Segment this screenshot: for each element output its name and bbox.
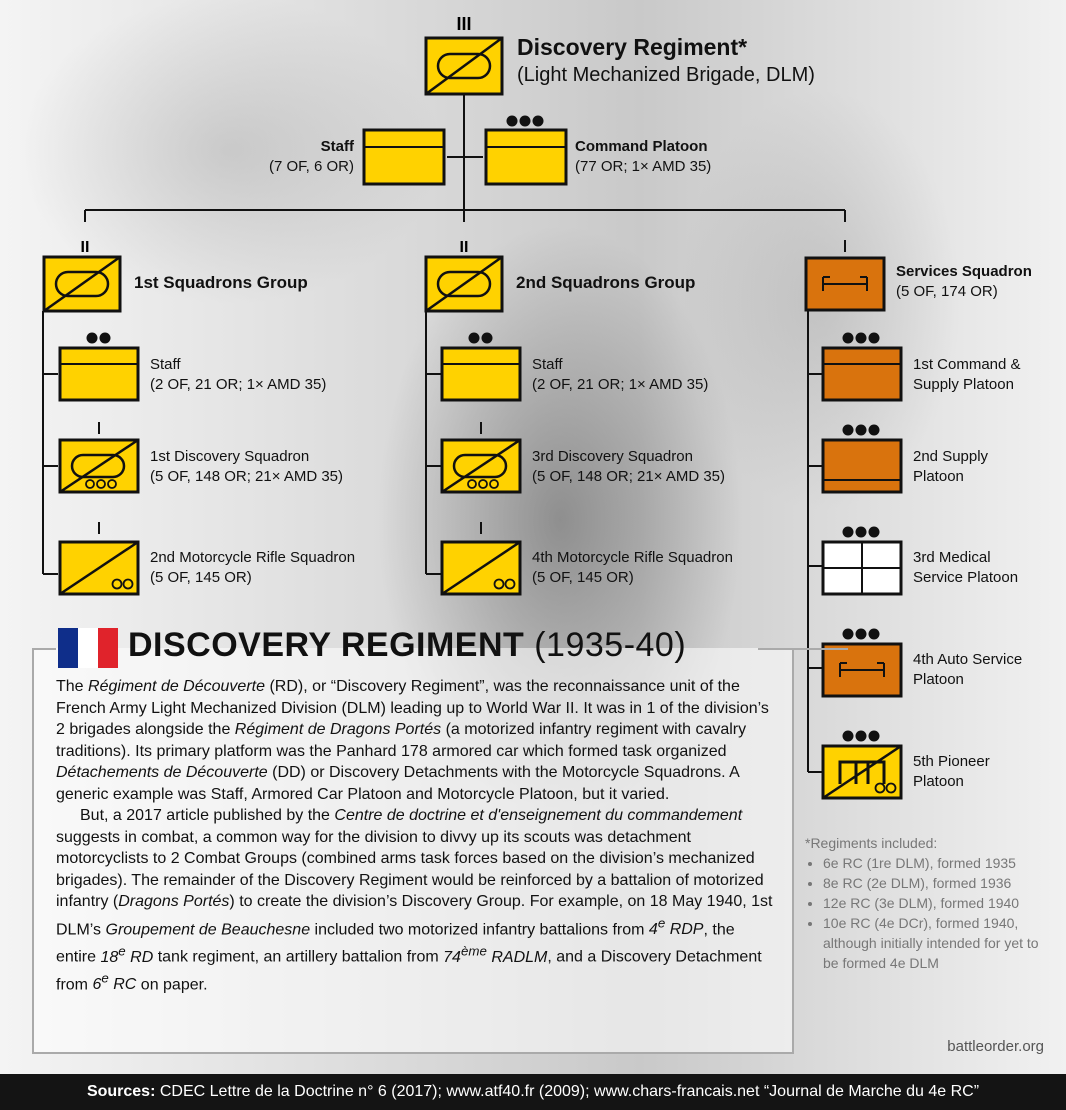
motorcycle-squadron-4-symbol (440, 522, 522, 596)
medical-platoon-symbol (821, 526, 903, 596)
panel-title-text: DISCOVERY REGIMENT (128, 626, 525, 664)
sources-label: Sources: (86, 1083, 156, 1100)
staff-label: Staff (7 OF, 6 OR) (250, 137, 354, 177)
panel-title-years: (1935-40) (534, 626, 687, 664)
staff-detail: (7 OF, 6 OR) (268, 158, 354, 175)
sources-text: CDEC Lettre de la Doctrine n° 6 (2017); … (159, 1083, 980, 1100)
unit-name-line: Platoon (913, 773, 964, 790)
list-item: 12e RC (3e DLM), formed 1940 (823, 893, 1045, 913)
group2-title: 2nd Squadrons Group (516, 273, 696, 292)
unit-detail: (2 OF, 21 OR; 1× AMD 35) (150, 376, 327, 393)
auto-service-platoon-symbol (821, 628, 903, 698)
unit-name-line: Platoon (913, 468, 964, 485)
motorcycle-squadron-2-symbol (58, 522, 140, 596)
list-item: 10e RC (4e DCr), formed 1940, although i… (823, 913, 1045, 973)
list-item: 8e RC (2e DLM), formed 1936 (823, 873, 1045, 893)
unit-name: 1st Discovery Squadron (150, 448, 310, 465)
staff-symbol (362, 128, 446, 186)
notes-heading: *Regiments included: (805, 835, 938, 851)
regiment-subtitle: (Light Mechanized Brigade, DLM) (517, 64, 815, 86)
regiments-notes: *Regiments included: 6e RC (1re DLM), fo… (805, 833, 1045, 973)
group2-symbol: II (424, 239, 504, 313)
services-unit-4-label: 4th Auto Service Platoon (913, 650, 1022, 690)
services-squadron-label: Services Squadron (5 OF, 174 OR) (896, 262, 1032, 302)
group1-staff-symbol (58, 332, 140, 402)
paragraph-2: But, a 2017 article published by the Cen… (56, 807, 773, 994)
site-credit: battleorder.org (947, 1038, 1044, 1055)
command-platoon-symbol (484, 115, 568, 186)
group1-staff-label: Staff (2 OF, 21 OR; 1× AMD 35) (150, 355, 326, 395)
discovery-squadron-3-label: 3rd Discovery Squadron (5 OF, 148 OR; 21… (532, 447, 725, 487)
panel-border-top (758, 648, 848, 650)
unit-name: 3rd Discovery Squadron (532, 448, 693, 465)
unit-detail: (5 OF, 145 OR) (150, 569, 252, 586)
panel-body-text: The Régiment de Découverte (RD), or “Dis… (56, 676, 776, 996)
services-unit-2-label: 2nd Supply Platoon (913, 447, 988, 487)
services-unit-5-label: 5th Pioneer Platoon (913, 752, 990, 792)
unit-detail: (5 OF, 148 OR; 21× AMD 35) (150, 468, 344, 485)
french-flag-icon (58, 628, 118, 668)
notes-list: 6e RC (1re DLM), formed 1935 8e RC (2e D… (805, 853, 1045, 973)
unit-detail: (5 OF, 148 OR; 21× AMD 35) (532, 468, 726, 485)
org-chart-lines (42, 94, 846, 773)
services-unit-3-label: 3rd Medical Service Platoon (913, 548, 1018, 588)
echelon-mark: II (460, 239, 469, 256)
panel-header: DISCOVERY REGIMENT (1935-40) (58, 626, 848, 668)
group2-staff-label: Staff (2 OF, 21 OR; 1× AMD 35) (532, 355, 708, 395)
command-platoon-label: Command Platoon (77 OR; 1× AMD 35) (575, 137, 711, 177)
panel-title: DISCOVERY REGIMENT (1935-40) (128, 626, 686, 665)
unit-name-line: Supply Platoon (913, 376, 1014, 393)
unit-name-line: 2nd Supply (913, 448, 989, 465)
unit-name-line: Service Platoon (913, 569, 1019, 586)
group1-title: 1st Squadrons Group (134, 273, 308, 292)
supply-platoon-symbol (821, 424, 903, 494)
unit-name: Staff (532, 356, 563, 373)
command-platoon-name: Command Platoon (575, 138, 708, 155)
unit-name: 4th Motorcycle Rifle Squadron (532, 549, 733, 566)
pioneer-platoon-symbol (821, 730, 903, 800)
discovery-squadron-1-symbol (58, 422, 140, 494)
unit-name: Staff (150, 356, 181, 373)
motorcycle-squadron-2-label: 2nd Motorcycle Rifle Squadron (5 OF, 145… (150, 548, 355, 588)
unit-detail: (5 OF, 145 OR) (532, 569, 634, 586)
echelon-mark: II (81, 239, 90, 256)
discovery-squadron-1-label: 1st Discovery Squadron (5 OF, 148 OR; 21… (150, 447, 343, 487)
unit-detail: (5 OF, 174 OR) (896, 283, 998, 300)
staff-name: Staff (320, 138, 354, 155)
motorcycle-squadron-4-label: 4th Motorcycle Rifle Squadron (5 OF, 145… (532, 548, 733, 588)
list-item: 6e RC (1re DLM), formed 1935 (823, 853, 1045, 873)
unit-name-line: 1st Command & (913, 356, 1021, 373)
unit-detail: (2 OF, 21 OR; 1× AMD 35) (532, 376, 709, 393)
unit-name: 2nd Motorcycle Rifle Squadron (150, 549, 356, 566)
regiment-symbol: III (424, 14, 504, 96)
regiment-title: Discovery Regiment* (517, 34, 748, 60)
discovery-squadron-3-symbol (440, 422, 522, 494)
command-platoon-detail: (77 OR; 1× AMD 35) (575, 158, 712, 175)
unit-name-line: 4th Auto Service (913, 651, 1023, 668)
unit-name-line: 3rd Medical (913, 549, 991, 566)
info-panel (32, 648, 794, 1054)
group2-staff-symbol (440, 332, 522, 402)
paragraph-1: The Régiment de Découverte (RD), or “Dis… (56, 678, 769, 803)
panel-border-left (32, 648, 56, 650)
unit-name-line: 5th Pioneer (913, 753, 990, 770)
command-supply-platoon-symbol (821, 332, 903, 402)
unit-name: Services Squadron (896, 263, 1032, 280)
echelon-mark: III (456, 14, 471, 34)
group1-symbol: II (42, 239, 122, 313)
services-unit-1-label: 1st Command & Supply Platoon (913, 355, 1021, 395)
sources-footer: Sources: CDEC Lettre de la Doctrine n° 6… (0, 1074, 1066, 1110)
services-squadron-symbol (804, 240, 886, 312)
unit-name-line: Platoon (913, 671, 964, 688)
